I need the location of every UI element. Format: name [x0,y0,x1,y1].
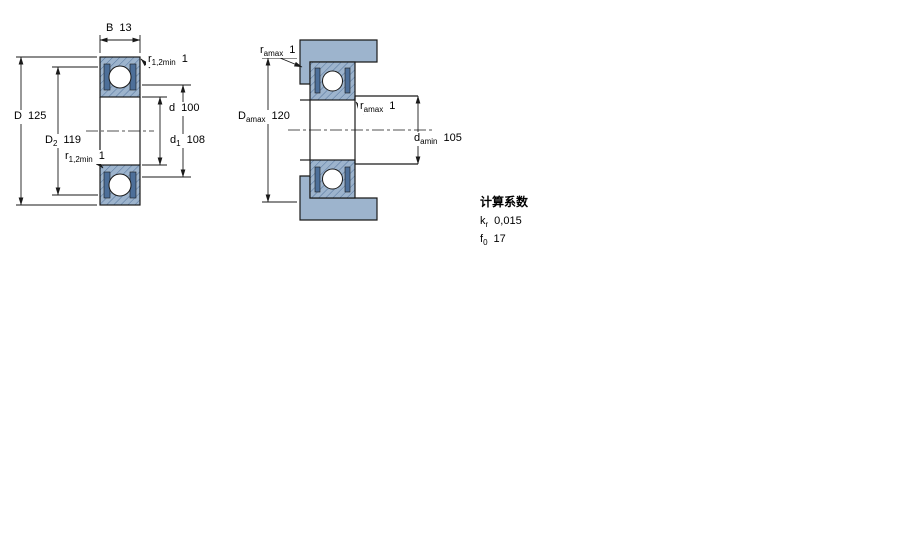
dim-label-da: damin 105 [412,132,464,147]
factor-row-f0: f0 17 [480,233,506,247]
dim-subscript: amin [420,137,438,147]
dim-label-Da: Damax 120 [236,110,292,125]
factor-subscript: 0 [483,238,488,248]
dim-label-D2: D2 119 [43,134,83,149]
dim-subscript: amax [263,49,284,59]
dim-value: 108 [186,134,205,146]
dim-value: 13 [119,22,132,34]
factor-symbol: f [480,233,484,245]
seal-icon [314,166,321,193]
dim-label-B: B 13 [104,22,134,37]
dim-symbol: r [360,100,364,112]
calculation-factors-title: 计算系数 [480,195,529,209]
dim-value: 1 [98,150,105,162]
dim-label-r12-bottom: r1,2min 1 [63,150,107,165]
dim-symbol: D [45,134,53,146]
dim-subscript: amax [363,105,384,115]
dim-symbol: D [238,110,246,122]
leader-ra-top [279,57,303,68]
dim-label-d: d 100 [167,102,202,117]
factor-symbol: k [480,215,486,227]
dim-value: 105 [443,132,462,144]
dim-value: 1 [389,100,396,112]
factor-value: 0,015 [494,215,522,227]
dim-label-r12-top: r1,2min 1 [146,53,190,68]
dim-symbol: B [106,22,114,34]
left-view-cross-section [86,56,154,206]
dim-subscript: 2 [52,139,58,149]
dim-label-D: D 125 [12,110,49,125]
dim-symbol: r [65,150,69,162]
seal-icon [344,166,351,193]
dim-symbol: d [170,134,177,146]
dim-symbol: r [260,44,264,56]
dim-value: 100 [181,102,200,114]
factor-row-kr: kr 0,015 [480,215,522,229]
dim-symbol: d [414,132,421,144]
seal-icon [314,67,321,94]
factor-value: 17 [493,233,506,245]
dim-value: 125 [27,110,47,122]
dim-value: 120 [271,110,290,122]
dim-value: 119 [63,134,81,146]
seal-icon [344,67,351,94]
ball-top-right-view [322,70,343,92]
dim-value: 1 [289,44,296,56]
ball-top [108,65,132,89]
right-view-mounted [288,39,432,221]
dim-label-ra-top: ramax 1 [258,44,298,59]
dim-symbol: d [169,102,176,114]
dim-subscript: 1 [176,139,181,149]
ball-bottom [108,173,132,197]
dim-label-ra-mid: ramax 1 [358,100,398,115]
dim-value: 1 [181,53,188,65]
dim-subscript: 1,2min [68,155,93,165]
dim-subscript: 1,2min [151,58,176,68]
dim-symbol: D [14,110,22,122]
ball-bottom-right-view [322,168,343,190]
factor-subscript: r [485,220,489,230]
dim-symbol: r [148,53,152,65]
dim-label-d1: d1 108 [168,134,207,149]
left-view-dimensions [16,35,191,206]
dim-subscript: amax [245,115,266,125]
